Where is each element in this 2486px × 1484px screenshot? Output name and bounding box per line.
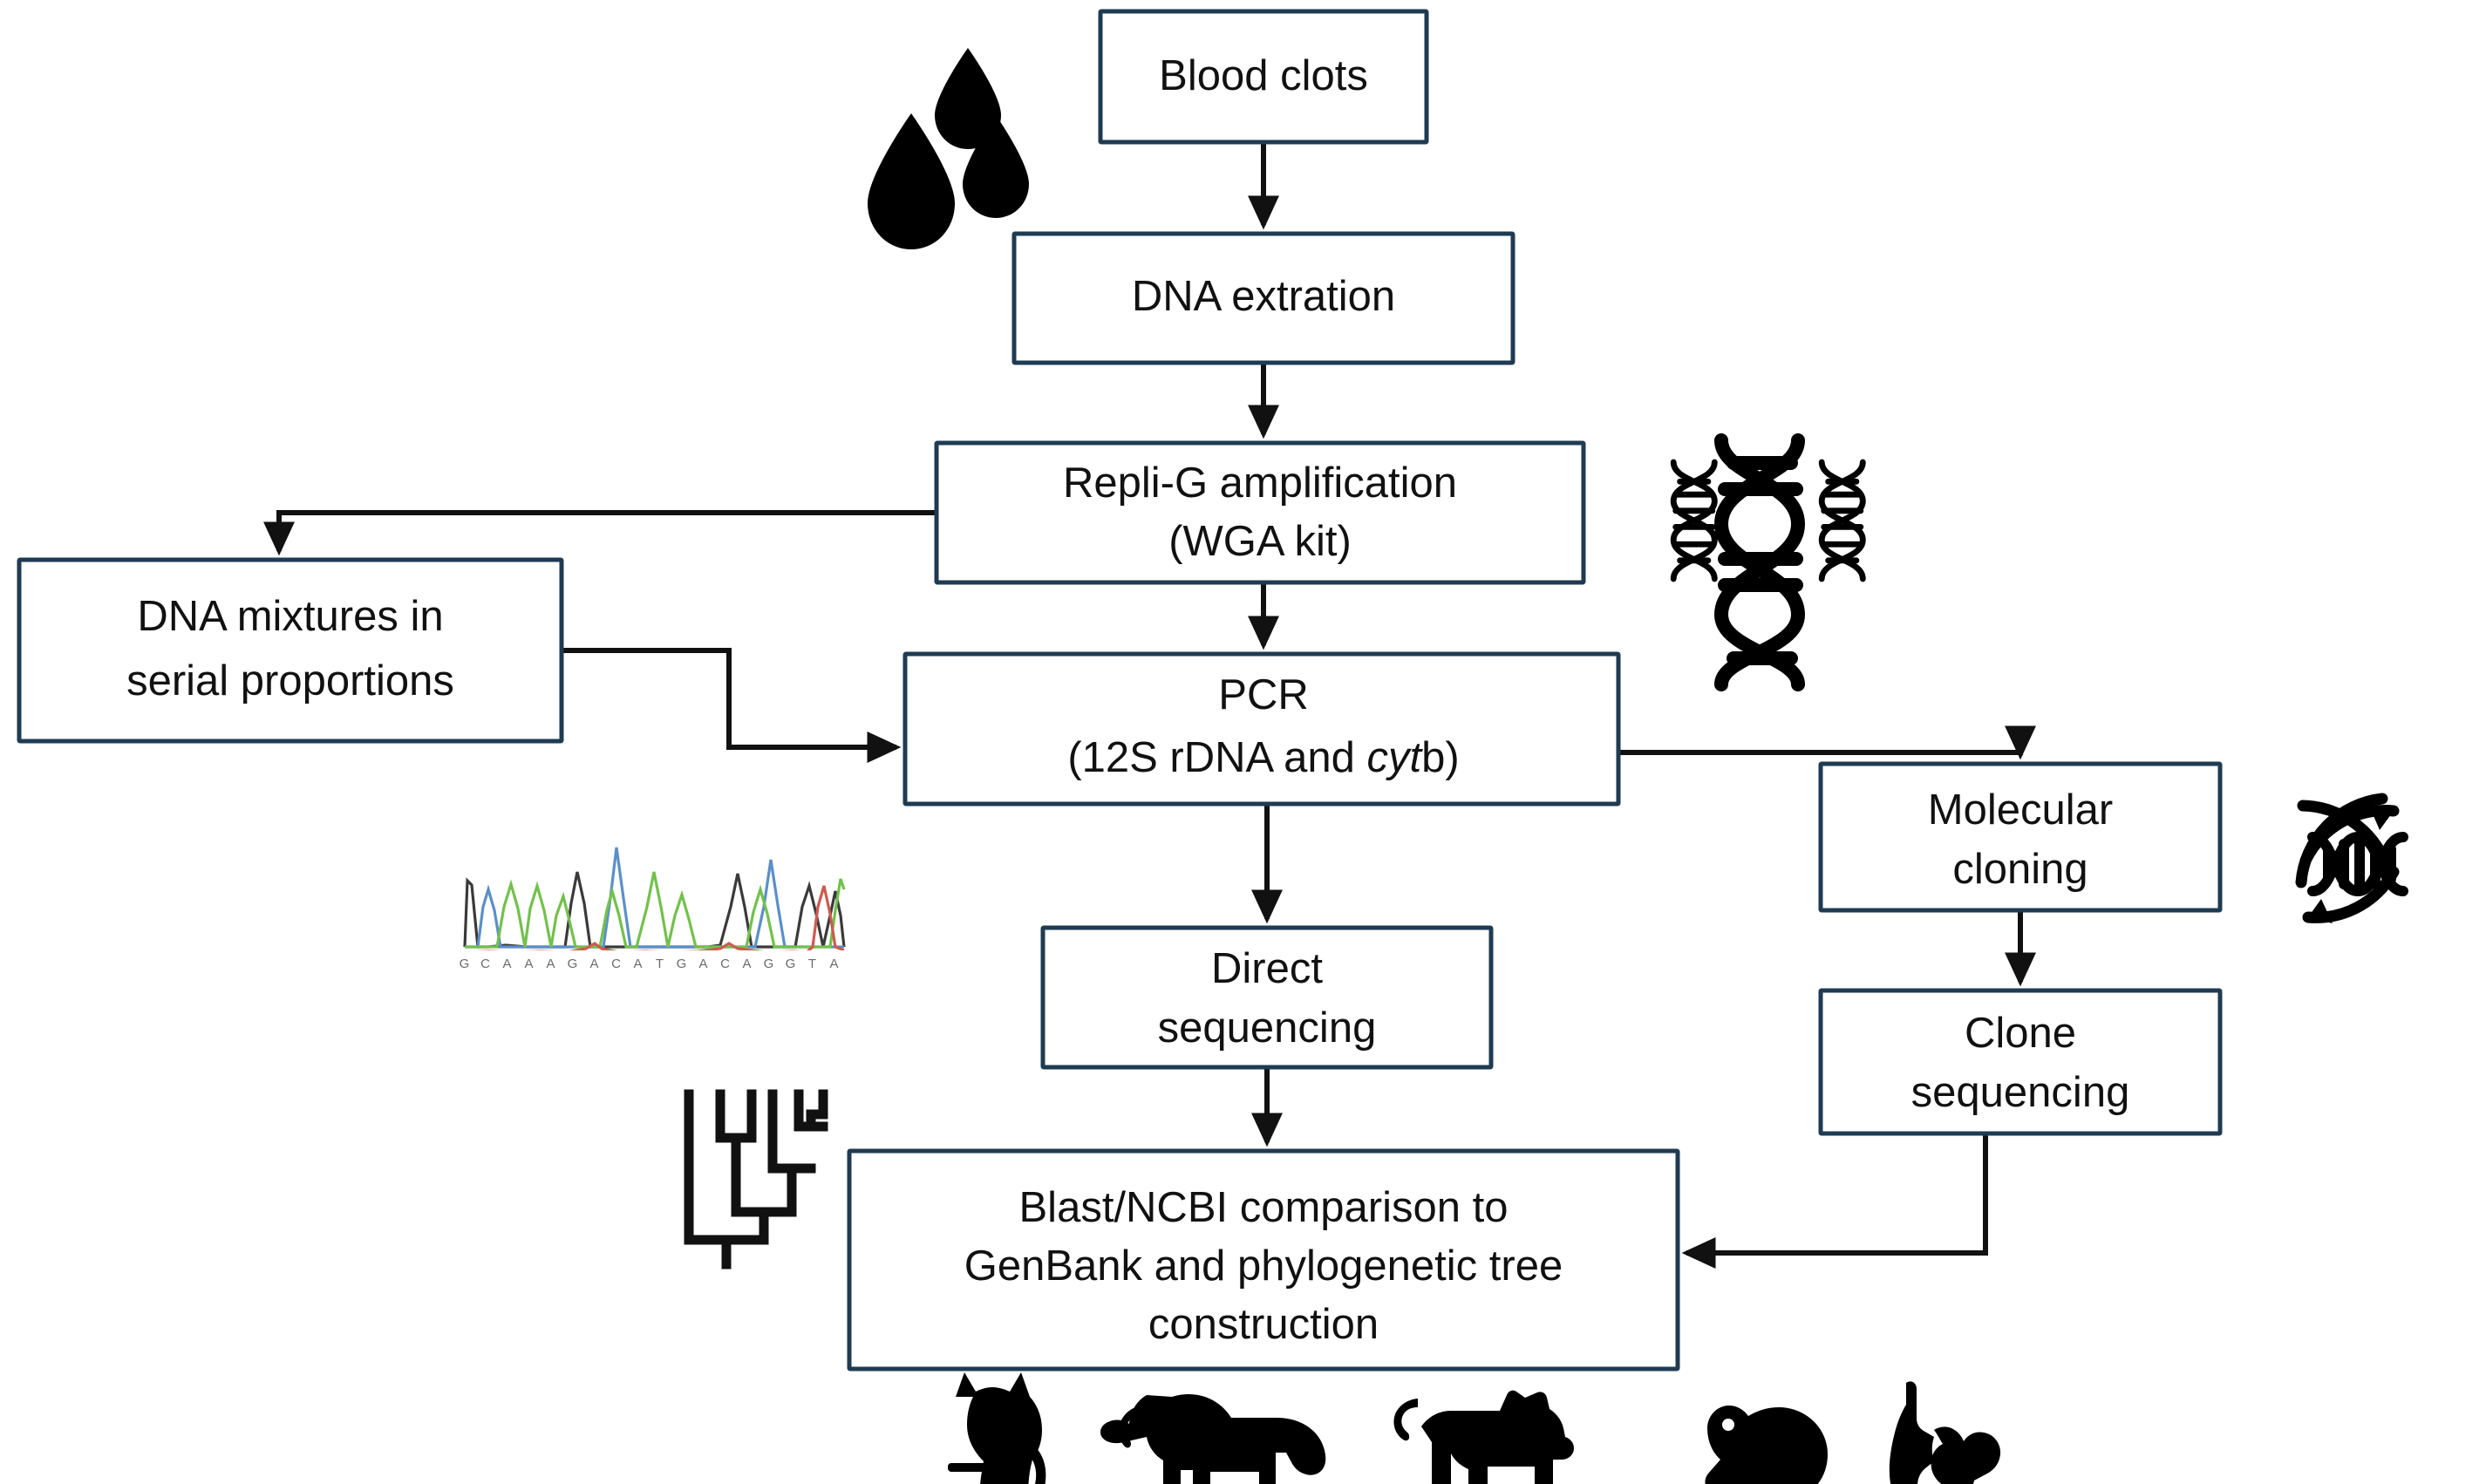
chromatogram-base-C1: C — [480, 956, 491, 971]
chromatogram-base-A3: A — [546, 956, 555, 971]
chromatogram-base-C2: C — [611, 956, 622, 971]
edge-dna-mixtures-to-pcr — [562, 648, 902, 763]
node-label-repli-g-line1: Repli-G amplification — [1063, 459, 1457, 507]
dog-silhouette — [1393, 1390, 1574, 1484]
node-label-dna-mixtures-line1: DNA mixtures in — [137, 593, 443, 640]
edge-repli-g-to-dna-mixtures — [263, 510, 937, 556]
edge-pcr-to-molecular-cloning — [1618, 725, 2036, 760]
node-blood-clots[interactable]: Blood clots — [1098, 9, 1429, 145]
animal-silhouettes — [948, 1372, 2001, 1484]
chromatogram-base-G1: G — [460, 956, 471, 971]
node-direct-sequencing[interactable]: Direct sequencing — [1040, 925, 1494, 1070]
node-label-dna-mixtures-line2: serial proportions — [126, 657, 454, 705]
node-label-repli-g-line2: (WGA kit) — [1168, 518, 1352, 565]
chromatogram-base-A8: A — [829, 956, 839, 971]
chromatogram-base-C3: C — [720, 956, 731, 971]
chromatogram-base-G3: G — [677, 956, 688, 971]
chromatogram-base-T2: T — [808, 956, 817, 971]
bat-silhouette — [1889, 1381, 2001, 1484]
node-clone-sequencing[interactable]: Clone sequencing — [1818, 988, 2223, 1136]
chromatogram-base-A7: A — [742, 956, 752, 971]
node-label-blood-clots: Blood clots — [1159, 52, 1368, 99]
chromatogram-base-G4: G — [764, 956, 775, 971]
node-label-blast-line1: Blast/NCBI comparison to — [1019, 1184, 1509, 1231]
node-label-blast-line3: construction — [1148, 1301, 1379, 1348]
node-label-clone-sequencing-line1: Clone — [1965, 1010, 2076, 1057]
connector-layer — [263, 142, 2036, 1269]
blood-drops-icon — [868, 48, 1029, 249]
node-label-pcr-line1: PCR — [1218, 671, 1308, 718]
chromatogram-base-G2: G — [568, 956, 579, 971]
big-cat-silhouette — [1100, 1394, 1326, 1484]
chromatogram-base-T1: T — [656, 956, 664, 971]
node-label-dna-extraction: DNA extration — [1132, 273, 1395, 320]
chromatogram-base-A6: A — [698, 956, 708, 971]
chromatogram-base-A2: A — [524, 956, 534, 971]
node-layer: Blood clots DNA extration Repli-G amplif… — [17, 9, 2223, 1372]
chromatogram-base-G5: G — [786, 956, 797, 971]
chromatogram-base-A4: A — [589, 956, 599, 971]
rodent-silhouette — [1705, 1406, 1828, 1484]
node-label-direct-sequencing-line2: sequencing — [1158, 1004, 1377, 1052]
dna-double-helix-icon — [1670, 433, 1866, 691]
edge-clone-sequencing-to-blast — [1681, 1133, 1988, 1269]
node-repli-g[interactable]: Repli-G amplification (WGA kit) — [934, 440, 1586, 585]
chromatogram-icon: G C A A A G A C A T G A C A G G T A — [460, 847, 846, 971]
node-label-direct-sequencing-line1: Direct — [1211, 945, 1323, 992]
node-label-molecular-cloning-line1: Molecular — [1928, 786, 2113, 834]
node-molecular-cloning[interactable]: Molecular cloning — [1818, 761, 2223, 913]
node-dna-mixtures[interactable]: DNA mixtures in serial proportions — [17, 557, 564, 744]
node-label-pcr-line2: (12S rDNA and cytb) — [1067, 734, 1459, 781]
node-blast-ncbi[interactable]: Blast/NCBI comparison to GenBank and phy… — [847, 1148, 1680, 1372]
node-label-blast-line2: GenBank and phylogenetic tree — [964, 1242, 1563, 1290]
node-pcr[interactable]: PCR (12S rDNA and cytb) — [902, 651, 1621, 807]
phylogenetic-tree-icon — [684, 1089, 828, 1270]
node-label-clone-sequencing-line2: sequencing — [1911, 1069, 2130, 1116]
cloning-cycle-icon — [2295, 793, 2408, 923]
chromatogram-base-A5: A — [633, 956, 643, 971]
node-label-molecular-cloning-line2: cloning — [1952, 846, 2088, 893]
chromatogram-base-A1: A — [502, 956, 512, 971]
node-dna-extraction[interactable]: DNA extration — [1011, 231, 1515, 365]
cat-silhouette — [948, 1372, 1046, 1484]
